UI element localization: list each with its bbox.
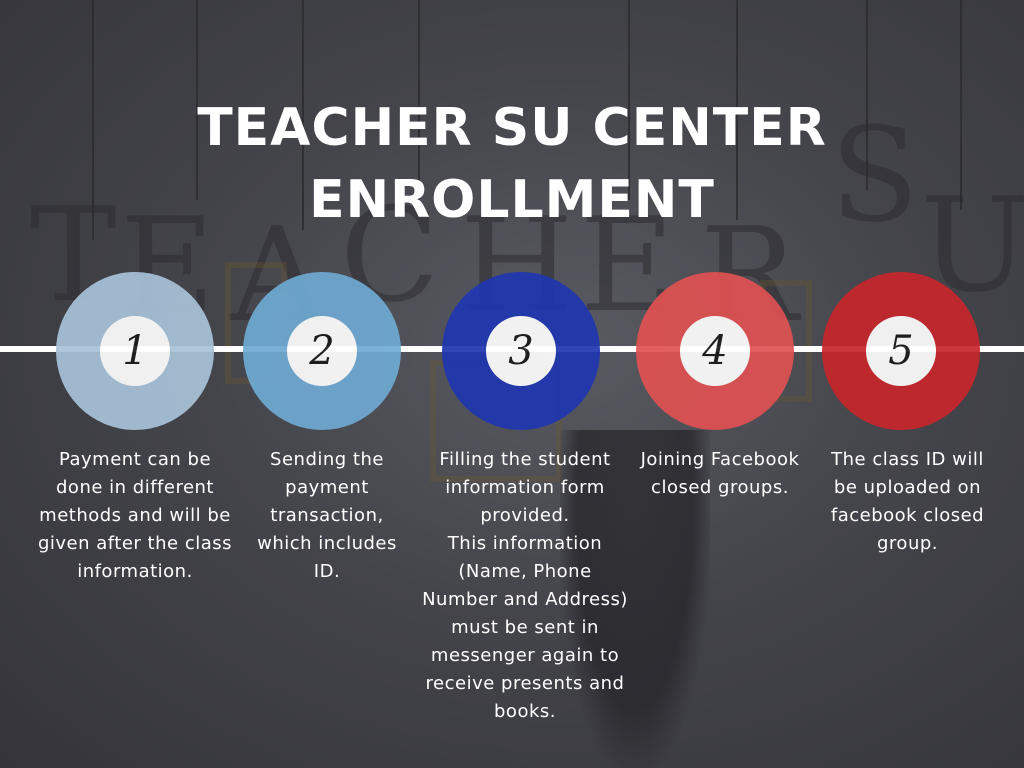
step-circle-2: 2 xyxy=(243,272,401,430)
step-circle-3: 3 xyxy=(442,272,600,430)
step-circle-5: 5 xyxy=(822,272,980,430)
step-description-2: Sending the payment transaction, which i… xyxy=(257,449,397,582)
step-description-5: The class ID will be uploaded on faceboo… xyxy=(830,449,985,554)
title-line-1: TEACHER SU CENTER xyxy=(197,98,827,158)
step-number-4: 4 xyxy=(680,316,750,386)
step-description-1: Payment can be done in different methods… xyxy=(37,449,233,582)
step-number-3: 3 xyxy=(486,316,556,386)
step-number-1: 1 xyxy=(100,316,170,386)
step-description-3: Filling the student information form pro… xyxy=(422,449,628,722)
step-circle-4: 4 xyxy=(636,272,794,430)
page-title: TEACHER SU CENTER ENROLLMENT xyxy=(0,92,1024,236)
step-number-5: 5 xyxy=(866,316,936,386)
step-number-2: 2 xyxy=(287,316,357,386)
title-line-2: ENROLLMENT xyxy=(309,170,715,230)
step-circle-1: 1 xyxy=(56,272,214,430)
step-description-4: Joining Facebook closed groups. xyxy=(640,449,800,498)
